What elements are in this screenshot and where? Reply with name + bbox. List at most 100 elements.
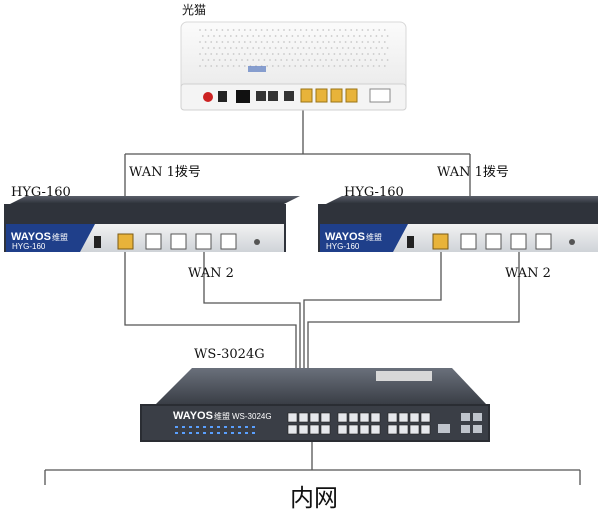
- vent-hole: [313, 35, 316, 37]
- ethernet-port-icon: [432, 233, 449, 250]
- vent-hole: [350, 53, 353, 55]
- vent-hole: [330, 35, 333, 37]
- vent-hole: [336, 47, 339, 49]
- vent-hole: [243, 29, 246, 31]
- vent-hole: [201, 35, 204, 37]
- vent-hole: [232, 41, 235, 43]
- switch-model: WS-3024G: [232, 412, 272, 421]
- vent-hole: [339, 53, 341, 55]
- vent-hole: [367, 41, 369, 43]
- vent-hole: [336, 35, 339, 37]
- ethernet-port-icon: [485, 233, 502, 250]
- vent-hole: [260, 53, 263, 55]
- vent-hole: [283, 41, 285, 43]
- vent-hole: [383, 41, 386, 43]
- vent-hole: [204, 41, 207, 43]
- power-button-icon: [203, 92, 213, 102]
- vent-hole: [257, 47, 260, 49]
- vent-hole: [229, 35, 232, 37]
- switch-port-icon: [348, 424, 359, 435]
- vent-hole: [347, 59, 350, 61]
- vent-hole: [381, 35, 383, 37]
- vent-hole: [263, 35, 266, 37]
- vent-hole: [207, 47, 210, 49]
- optical-modem: 光猫: [180, 3, 407, 111]
- status-led: [196, 432, 199, 434]
- lan-port-icon: [300, 88, 313, 103]
- router-right-brand-cn: 维盟: [366, 232, 382, 242]
- vent-hole: [361, 65, 364, 67]
- status-led: [175, 426, 178, 428]
- switch-port-block: [287, 412, 431, 435]
- status-led: [210, 426, 213, 428]
- ethernet-port-icon: [195, 233, 212, 250]
- connection-lines: [44, 110, 581, 485]
- vent-hole: [361, 29, 364, 31]
- vent-hole: [213, 59, 215, 61]
- vent-hole: [308, 35, 311, 37]
- vent-hole: [213, 47, 215, 49]
- vent-hole: [288, 41, 291, 43]
- status-led: [231, 426, 234, 428]
- sfp-port-icon: [473, 413, 482, 421]
- vent-hole: [316, 41, 319, 43]
- status-led: [217, 426, 220, 428]
- vent-hole: [221, 29, 224, 31]
- ethernet-port-icon: [117, 233, 134, 250]
- vent-hole: [269, 35, 271, 37]
- vent-hole: [355, 53, 358, 55]
- vent-hole: [297, 59, 299, 61]
- vent-hole: [305, 65, 308, 67]
- vent-hole: [319, 47, 322, 49]
- switch-port-icon: [298, 412, 309, 423]
- vent-hole: [232, 29, 235, 31]
- vent-hole: [344, 65, 347, 67]
- vent-hole: [327, 29, 330, 31]
- vent-hole: [311, 53, 313, 55]
- usb-port-icon: [369, 88, 391, 103]
- vent-hole: [299, 65, 302, 67]
- vent-hole: [333, 65, 336, 67]
- usb-port-icon: [94, 236, 101, 248]
- vent-hole: [238, 65, 241, 67]
- vent-hole: [246, 47, 249, 49]
- vent-hole: [207, 35, 210, 37]
- vent-hole: [232, 65, 235, 67]
- vent-hole: [372, 65, 375, 67]
- status-led: [203, 426, 206, 428]
- vent-hole: [277, 29, 280, 31]
- switch-port-icon: [420, 424, 431, 435]
- vent-hole: [339, 41, 341, 43]
- vent-hole: [313, 47, 316, 49]
- vent-hole: [243, 65, 246, 67]
- vent-hole: [327, 53, 330, 55]
- left-wan2-line: [203, 250, 301, 400]
- vent-hole: [347, 47, 350, 49]
- sfp-port-icon: [438, 424, 450, 433]
- vent-hole: [350, 41, 353, 43]
- router-left: HYG-160 WAYOS 维盟 HYG-160: [4, 185, 300, 252]
- vent-hole: [271, 65, 274, 67]
- fiber-port-icon: [236, 90, 250, 103]
- vent-hole: [224, 35, 227, 37]
- vent-hole: [238, 29, 241, 31]
- vent-hole: [249, 29, 252, 31]
- switch-port-icon: [420, 412, 431, 423]
- status-led: [182, 432, 185, 434]
- vent-hole: [283, 53, 285, 55]
- vent-hole: [283, 65, 285, 67]
- status-led: [245, 426, 248, 428]
- vent-hole: [327, 41, 330, 43]
- router-left-model: HYG-160: [12, 242, 46, 251]
- wan2-right-label: WAN 2: [505, 266, 551, 281]
- vent-hole: [227, 65, 229, 67]
- vent-hole: [353, 35, 355, 37]
- vent-hole: [269, 59, 271, 61]
- status-led: [238, 426, 241, 428]
- vent-hole: [378, 65, 381, 67]
- vent-hole: [207, 59, 210, 61]
- status-led: [189, 432, 192, 434]
- vent-hole: [266, 65, 269, 67]
- status-led: [224, 432, 227, 434]
- vent-hole: [322, 29, 325, 31]
